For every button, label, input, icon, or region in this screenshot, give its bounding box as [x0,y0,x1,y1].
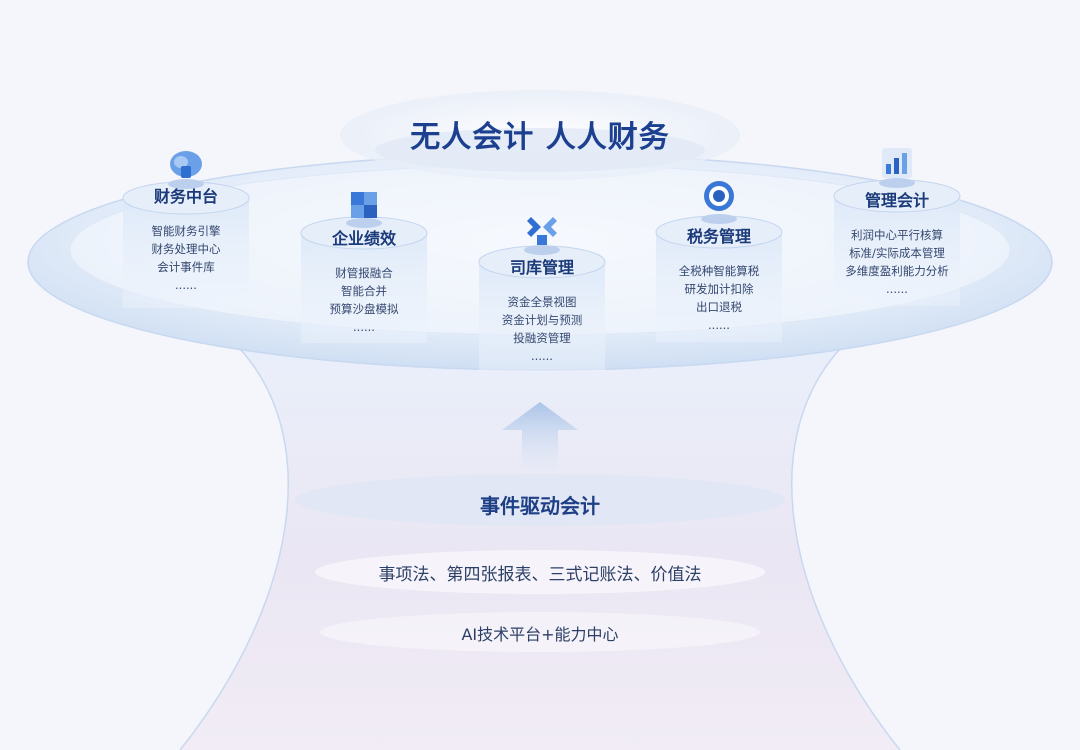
module-name: 企业绩效 [331,229,396,248]
module-item: 投融资管理 [513,331,571,345]
module-item: 智能财务引擎 [151,224,221,238]
module-name: 财务中台 [153,187,218,206]
core-label: 事件驱动会计 [480,494,600,518]
cross-connect-icon [517,207,567,257]
module-items: 利润中心平行核算 标准/实际成本管理 多维度盈利能力分析 ...... [832,226,962,298]
module-item: 预算沙盘模拟 [329,302,399,316]
cloud-database-icon [161,142,211,192]
module-item: 出口退税 [696,300,742,314]
module-item: ...... [175,278,197,292]
module-name: 司库管理 [509,258,574,277]
module-tax: 税务管理 全税种智能算税 研发加计扣除 出口退税 ...... [654,181,784,334]
module-item: 智能合并 [341,284,387,298]
module-item: 全税种智能算税 [678,264,760,278]
target-icon [694,176,744,226]
module-items: 智能财务引擎 财务处理中心 会计事件库 ...... [121,222,251,294]
funnel-stem [180,330,900,750]
module-item: ...... [886,282,908,296]
module-performance: 企业绩效 财管报融合 智能合并 预算沙盘模拟 ...... [299,192,429,336]
bar-chart-icon [872,140,922,190]
platform-label: AI技术平台+能力中心 [461,625,619,644]
module-item: 利润中心平行核算 [851,228,943,242]
module-item: 会计事件库 [157,260,215,274]
module-name: 税务管理 [686,227,751,246]
up-arrow-icon [502,402,578,470]
module-finance-center: 财务中台 智能财务引擎 财务处理中心 会计事件库 ...... [121,151,251,294]
puzzle-cube-icon [339,180,389,230]
module-items: 资金全景视图 资金计划与预测 投融资管理 ...... [477,293,607,365]
module-name: 管理会计 [864,191,929,210]
module-mgmt-accounting: 管理会计 利润中心平行核算 标准/实际成本管理 多维度盈利能力分析 ...... [832,148,962,298]
methods-label: 事项法、第四张报表、三式记账法、价值法 [378,565,702,585]
module-cylinders [122,179,961,372]
module-item: ...... [531,349,553,363]
module-item: ...... [708,318,730,332]
module-item: 资金计划与预测 [501,313,583,327]
module-item: 标准/实际成本管理 [849,246,945,260]
module-items: 财管报融合 智能合并 预算沙盘模拟 ...... [299,264,429,336]
module-item: 研发加计扣除 [684,282,754,296]
module-item: 财管报融合 [335,266,393,280]
module-items: 全税种智能算税 研发加计扣除 出口退税 ...... [654,262,784,334]
diagram-title: 无人会计 人人财务 [410,120,670,155]
module-item: 财务处理中心 [151,242,221,256]
module-item: 资金全景视图 [507,295,577,309]
module-treasury: 司库管理 资金全景视图 资金计划与预测 投融资管理 ...... [477,217,607,365]
module-item: ...... [353,320,375,334]
module-item: 多维度盈利能力分析 [845,264,949,278]
